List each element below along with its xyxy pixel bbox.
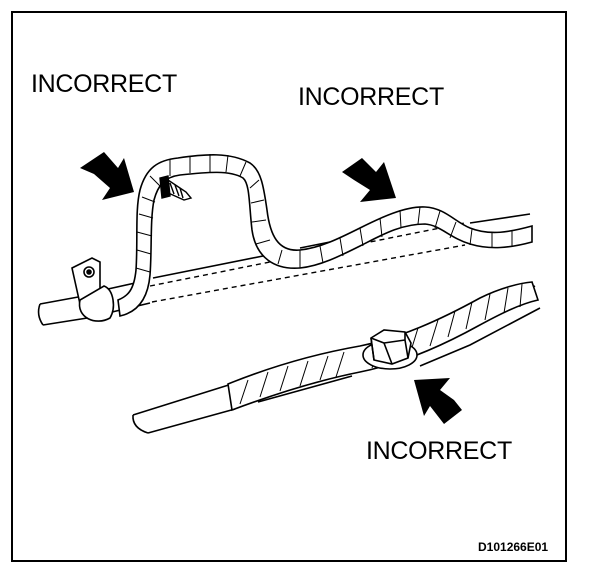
- figure-code: D101266E01: [478, 540, 549, 554]
- figure-frame: [11, 11, 567, 562]
- incorrect-label-top-right: INCORRECT: [298, 83, 444, 111]
- arrow-icon: [342, 158, 396, 202]
- screw-icon: [159, 175, 193, 201]
- bolt-icon: [362, 329, 418, 370]
- upper-harness-tape: [135, 154, 513, 273]
- incorrect-label-top-left: INCORRECT: [31, 70, 177, 98]
- arrow-icon: [414, 378, 462, 424]
- upper-harness: [117, 154, 533, 317]
- correct-route-dashed: [149, 222, 466, 303]
- incorrect-label-bottom: INCORRECT: [366, 437, 512, 465]
- clamp-icon: [71, 257, 115, 322]
- arrow-icon: [80, 152, 134, 200]
